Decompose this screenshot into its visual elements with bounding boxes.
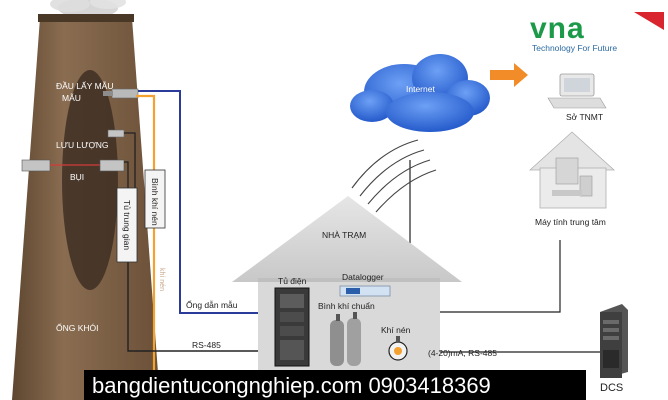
rs485-line: [127, 262, 260, 352]
central-pc-label: Máy tính trung tâm: [535, 217, 606, 227]
internet-label: Internet: [406, 84, 435, 94]
intermediate-cabinet-label: Tủ trung gian: [122, 200, 132, 250]
dust-sensor: [21, 159, 125, 172]
intermediate-cabinet: Tủ trung gian: [116, 187, 138, 263]
analog-rs485-label: (4-20)mA, RS-485: [428, 348, 497, 358]
sample-probe-label-2: MẪU: [62, 92, 81, 103]
dcs-server-icon: [600, 304, 628, 378]
sample-tube-label: Ống dẫn mẫu: [186, 299, 238, 310]
footer-banner-text: bangdientucongnghiep.com 0903418369: [92, 373, 491, 398]
smoke: [50, 0, 126, 18]
so-tnmt-label: Sở TNMT: [566, 112, 603, 122]
cabinet-label: Tủ điện: [278, 276, 307, 286]
gas-cylinder-side-label: Bình khí nén: [150, 178, 160, 226]
compressed-air-meter: [388, 336, 408, 361]
gas-cylinder-side: Bình khí nén: [144, 169, 166, 229]
flow-sensor: [107, 129, 125, 138]
logo-red-flag: [634, 12, 664, 30]
sample-tube-line: [138, 90, 260, 314]
house-label: NHÀ TRẠM: [322, 230, 366, 240]
sample-probe: [103, 88, 139, 99]
arrow-right-icon: [490, 63, 528, 87]
calibration-gas-cylinders: [330, 312, 361, 366]
dust-label: BỤI: [70, 172, 84, 182]
logo-tagline: Technology For Future: [532, 43, 617, 53]
orange-air-line: [136, 94, 156, 398]
datalogger: [339, 285, 391, 297]
dcs-label: DCS: [600, 382, 623, 394]
electrical-cabinet: [274, 287, 310, 367]
stack-label: ỐNG KHÓI: [56, 322, 99, 333]
datalogger-label: Datalogger: [342, 272, 384, 282]
vna-logo: vna: [530, 12, 664, 45]
internet-cloud-icon: [350, 54, 490, 132]
chimney-stack: [12, 14, 160, 400]
chimney-shadow: [62, 70, 118, 290]
logo-text: vna: [530, 12, 585, 45]
compressed-air-label: Khí nén: [381, 325, 411, 335]
central-computer-icon: [528, 131, 616, 209]
footer-banner: bangdientucongnghiep.com 0903418369: [84, 370, 586, 400]
sample-probe-label: ĐẦU LẤY MẪU: [56, 80, 113, 91]
flow-label: LƯU LƯỢNG: [56, 140, 109, 150]
wireless-signal-icon: [351, 139, 437, 213]
calibration-gas-label: Bình khí chuẩn: [318, 301, 375, 311]
so-tnmt-computer-icon: [547, 73, 607, 109]
faint-text: khí nén: [158, 268, 165, 291]
rs485-left-label: RS-485: [192, 340, 221, 350]
